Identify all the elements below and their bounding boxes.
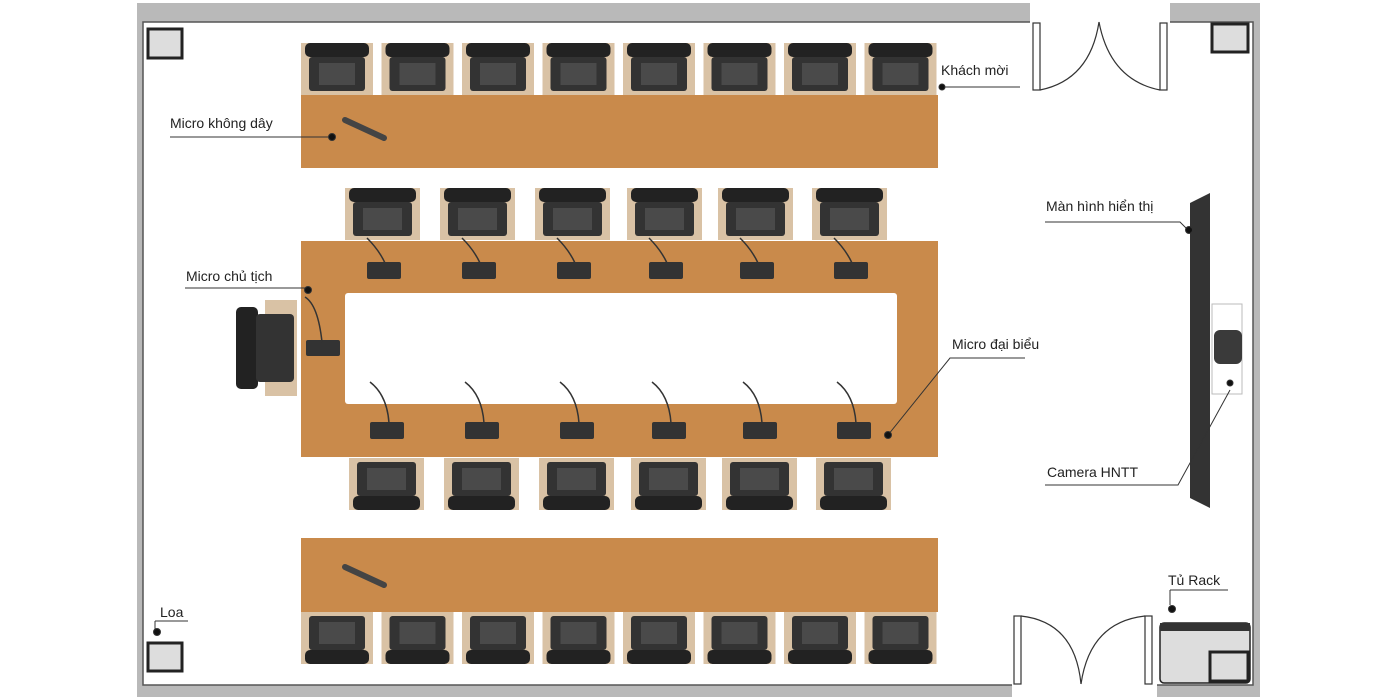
top-door-opening — [1030, 3, 1170, 23]
chair — [703, 43, 776, 95]
label-wireless-mic: Micro không dây — [170, 115, 273, 131]
speaker-icon — [1210, 22, 1250, 54]
chair — [627, 188, 702, 240]
chair — [864, 612, 937, 664]
bottom-door-opening — [1012, 684, 1157, 697]
guest-table-bottom — [301, 538, 938, 612]
bottom-door — [1013, 615, 1153, 685]
label-guest: Khách mời — [941, 62, 1009, 78]
chair — [703, 612, 776, 664]
speaker-icon — [146, 27, 184, 60]
label-speaker: Loa — [160, 604, 184, 620]
delegate-mic-icon — [742, 381, 777, 439]
rack-cabinet — [1159, 622, 1251, 684]
chair — [623, 43, 695, 95]
delegate-mic-icon — [461, 237, 496, 279]
chair — [722, 458, 797, 510]
top-door — [1032, 21, 1168, 91]
chair — [301, 612, 373, 664]
chair — [462, 43, 534, 95]
camera-icon — [1214, 330, 1242, 364]
chair — [345, 188, 420, 240]
chair — [542, 43, 615, 95]
speaker-icon — [146, 641, 184, 673]
chair — [539, 458, 614, 510]
chair — [301, 43, 373, 95]
delegate-mic-icon — [836, 381, 871, 439]
chair — [816, 458, 891, 510]
chair — [542, 612, 615, 664]
delegate-mic-icon — [369, 381, 404, 439]
label-delegate-mic: Micro đại biểu — [952, 336, 1040, 352]
chair — [718, 188, 793, 240]
chair — [444, 458, 519, 510]
delegate-mic-icon — [648, 237, 683, 279]
display-screen — [1190, 193, 1210, 508]
chair — [381, 612, 454, 664]
chair — [784, 43, 856, 95]
wireless-mic-icon — [342, 117, 387, 141]
delegate-mic-icon — [739, 237, 774, 279]
guest-table-top — [301, 95, 938, 168]
label-display: Màn hình hiển thị — [1046, 198, 1154, 214]
table-center-void — [345, 293, 897, 404]
chair — [631, 458, 706, 510]
delegate-mic-icon — [464, 381, 499, 439]
label-rack: Tủ Rack — [1168, 572, 1221, 588]
delegate-mic-icon — [833, 237, 868, 279]
chairman-mic-icon — [304, 296, 340, 356]
chair — [381, 43, 454, 95]
delegate-mic-icon — [366, 237, 401, 279]
chair — [440, 188, 515, 240]
label-chairman-mic: Micro chủ tịch — [186, 268, 273, 284]
chair — [812, 188, 887, 240]
chair — [623, 612, 695, 664]
label-camera: Camera HNTT — [1047, 464, 1139, 480]
delegate-mic-icon — [559, 381, 594, 439]
delegate-mic-icon — [651, 381, 686, 439]
chair — [784, 612, 856, 664]
delegate-mic-icon — [556, 237, 591, 279]
wireless-mic-icon — [342, 564, 387, 588]
chair — [864, 43, 937, 95]
chairman-chair — [236, 300, 297, 396]
chair — [535, 188, 610, 240]
chair — [462, 612, 534, 664]
leader-lines — [153, 83, 1234, 636]
chair — [349, 458, 424, 510]
